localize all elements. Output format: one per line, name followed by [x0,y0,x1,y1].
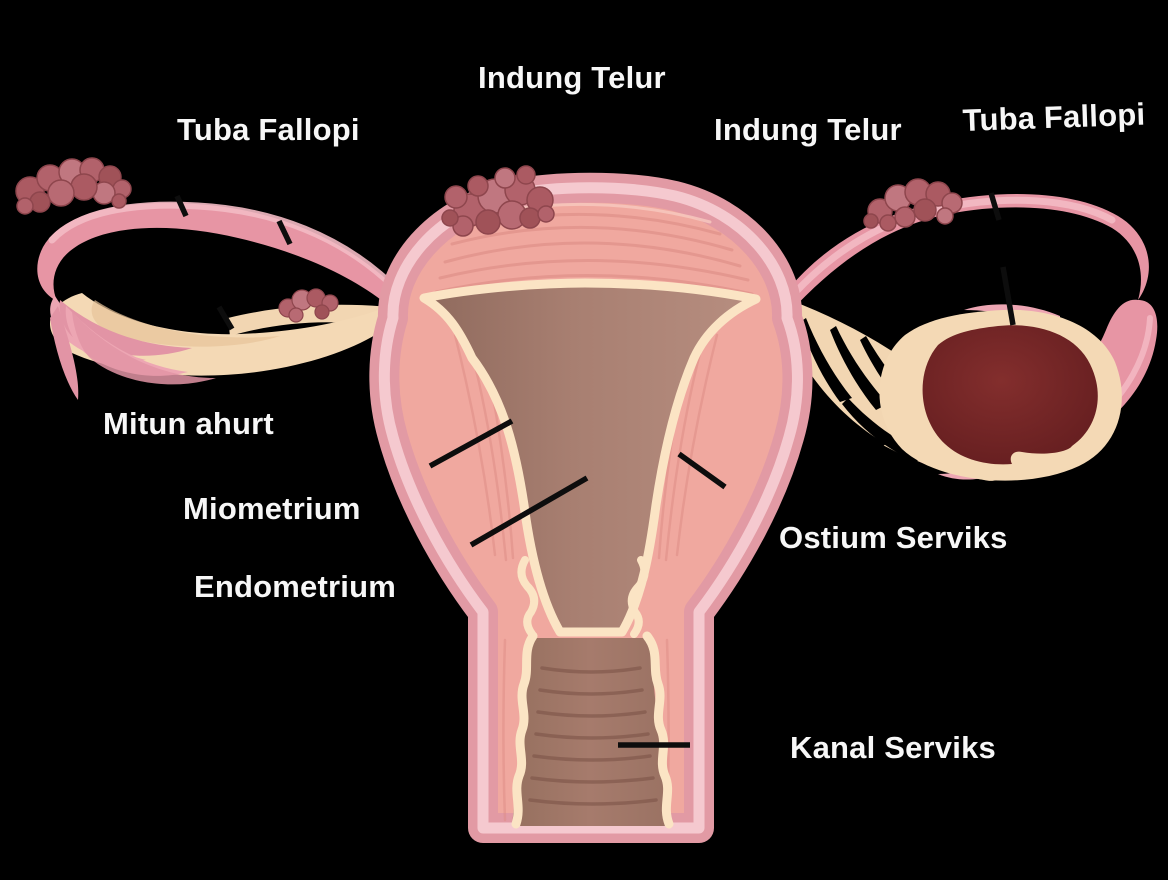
cervical-canal [512,638,668,826]
left-fimbriae [50,296,216,400]
canal-cream-edge-left [511,631,538,829]
left-fallopian-tube [37,202,403,314]
leader-miometrium [428,418,514,469]
leader-lines [174,192,1016,748]
myometrium-streaks-fundus [434,212,754,296]
leader-tube-left-2 [276,219,293,246]
left-bump-cluster [15,157,132,215]
right-bump-cluster [863,178,963,232]
label-ostium-serviks: Ostium Serviks [779,520,1008,555]
label-indung-telur-top: Indung Telur [478,60,666,95]
left-tube-highlight [48,201,400,293]
leader-ostium-serviks [677,451,727,490]
uterus-bump-cluster [441,165,555,237]
label-miometrium: Miometrium [183,491,361,526]
label-tuba-fallopi-left: Tuba Fallopi [177,112,360,147]
uterine-cavity [419,278,761,637]
leader-indung-telur-right [1000,266,1016,326]
cavity-scallops [517,556,649,638]
left-ovary-shadow [91,300,280,347]
label-tuba-fallopi-right: Tuba Fallopi [962,97,1146,138]
canal-cream-edge-right [642,631,674,829]
label-kanal-serviks: Kanal Serviks [790,730,996,765]
leader-mitun-ahurt [216,305,235,331]
leader-endometrium [469,475,589,548]
right-ovary-dark-interior [922,325,1098,465]
right-tube-descending [984,299,1158,457]
labels: Indung Telur Tuba Fallopi Indung Telur T… [103,60,1146,765]
left-fallopian-tube-group [37,201,403,400]
label-mitun-ahurt: Mitun ahurt [103,406,274,441]
label-indung-telur-right: Indung Telur [714,112,902,147]
right-ovary-group [879,309,1122,481]
left-ovarian-ligament [228,304,400,336]
leader-tuba-fallopi-left [174,194,189,218]
leader-tuba-fallopi-right [988,192,1002,221]
canal-ridges [528,666,658,806]
uterus-group [369,172,813,843]
ligament-bump-cluster [278,288,339,323]
label-endometrium: Endometrium [194,569,396,604]
